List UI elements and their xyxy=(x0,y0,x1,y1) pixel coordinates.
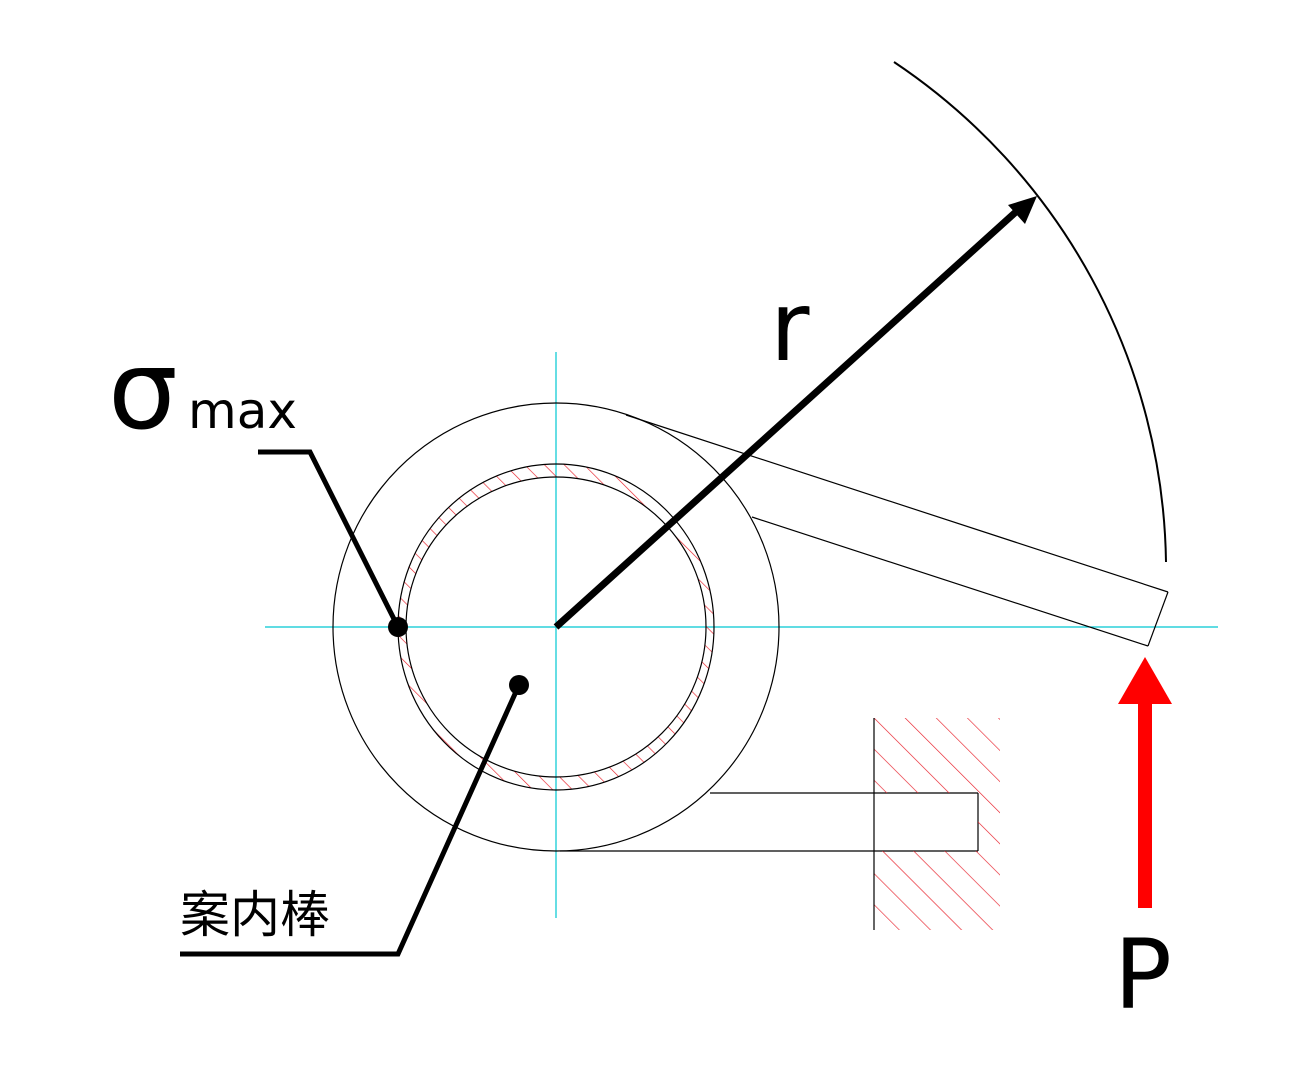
radius-arrowhead xyxy=(1008,196,1037,224)
sigma-symbol-label: σ xyxy=(108,326,178,454)
radius-arc xyxy=(893,61,1167,563)
force-arrow-shaft xyxy=(1138,700,1152,908)
lever-arm-bottom-edge xyxy=(751,516,1149,647)
fixed-wall-hatching xyxy=(874,718,1000,930)
guide-rod-leader-line xyxy=(180,683,522,957)
guide-rod-label: 案内棒 xyxy=(180,886,330,944)
lever-arm-top-edge xyxy=(625,414,1169,593)
sigma-subscript-label: max xyxy=(188,382,297,440)
force-label: P xyxy=(1114,919,1172,1031)
guide-rod-point-dot xyxy=(509,675,529,695)
lever-arm xyxy=(625,414,1169,647)
support-bracket xyxy=(560,792,979,852)
force-arrowhead xyxy=(1118,657,1172,704)
sigma-max-leader-line xyxy=(258,449,401,629)
sigma-max-point-dot xyxy=(388,617,408,637)
hub-circles xyxy=(332,402,780,852)
lever-arm-end xyxy=(1147,591,1169,647)
radius-label: r xyxy=(770,271,810,383)
radius-arrow-shaft xyxy=(553,207,1021,630)
center-lines xyxy=(265,352,1218,918)
outer-hub-circle xyxy=(332,402,780,852)
